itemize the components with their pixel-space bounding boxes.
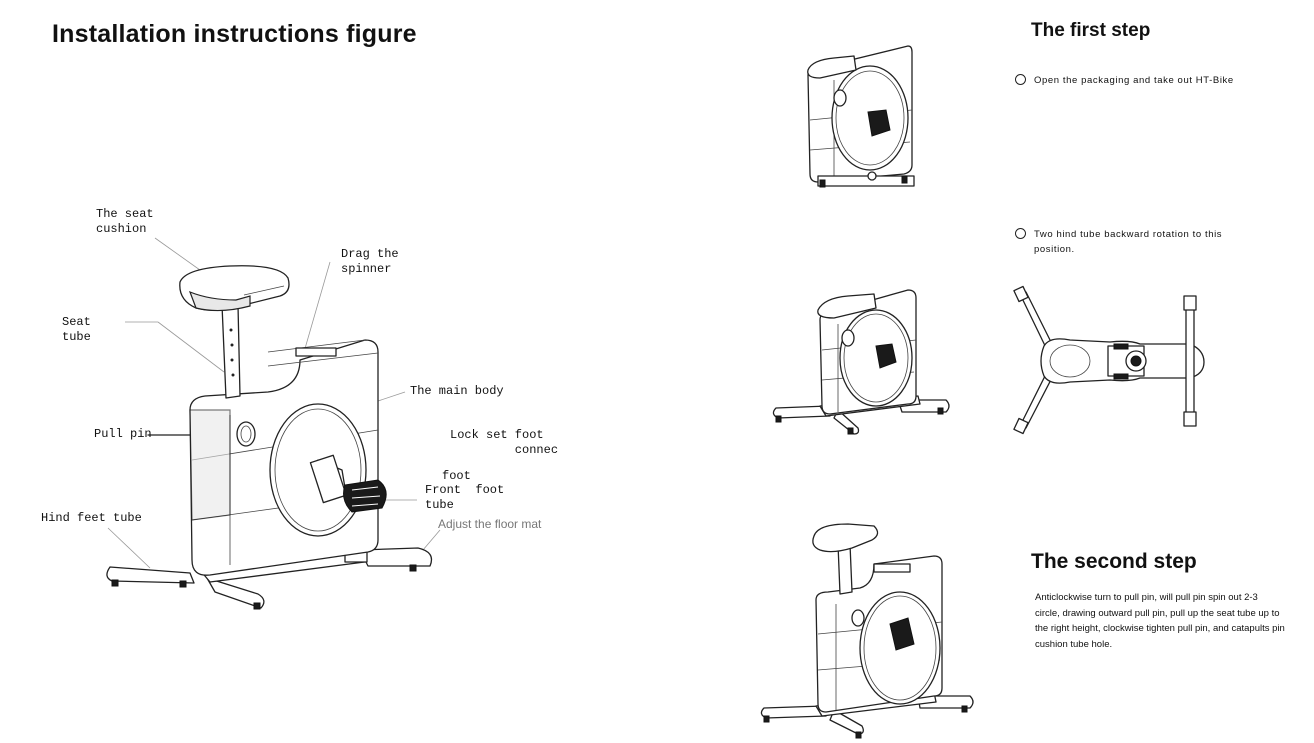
step1-title: The first step bbox=[1031, 20, 1151, 41]
step1-top-view-diagram bbox=[1013, 285, 1205, 435]
page-title: Installation instructions figure bbox=[52, 20, 417, 48]
label-seat-cushion: The seat cushion bbox=[96, 207, 154, 236]
label-pull-pin: Pull pin bbox=[94, 427, 152, 441]
step1-bullet-icon-1 bbox=[1015, 74, 1026, 85]
label-lock-set-foot: Lock set foot connec bbox=[450, 428, 559, 457]
step2-description: Anticlockwise turn to pull pin, will pul… bbox=[1035, 592, 1285, 650]
step2-title: The second step bbox=[1031, 550, 1197, 573]
step1-instruction-1: Open the packaging and take out HT-Bike bbox=[1034, 75, 1234, 86]
step1-bike-with-feet-diagram bbox=[772, 289, 950, 435]
label-adjust-floor-mat: Adjust the floor mat bbox=[438, 517, 542, 531]
label-seat-tube: Seat tube bbox=[62, 315, 91, 344]
label-main-body: The main body bbox=[410, 384, 504, 398]
main-bike-illustration bbox=[106, 237, 441, 610]
step1-instruction-2: Two hind tube backward rotation to this … bbox=[1034, 229, 1223, 255]
label-hind-feet-tube: Hind feet tube bbox=[41, 511, 142, 525]
step1-bullet-icon-2 bbox=[1015, 228, 1026, 239]
step1-folded-bike-diagram bbox=[807, 45, 915, 188]
label-drag-spinner: Drag the spinner bbox=[341, 247, 399, 276]
step2-seat-raised-diagram bbox=[760, 523, 974, 739]
label-foot: foot bbox=[442, 469, 471, 483]
label-front-foot-tube: Front foot tube bbox=[425, 483, 505, 512]
